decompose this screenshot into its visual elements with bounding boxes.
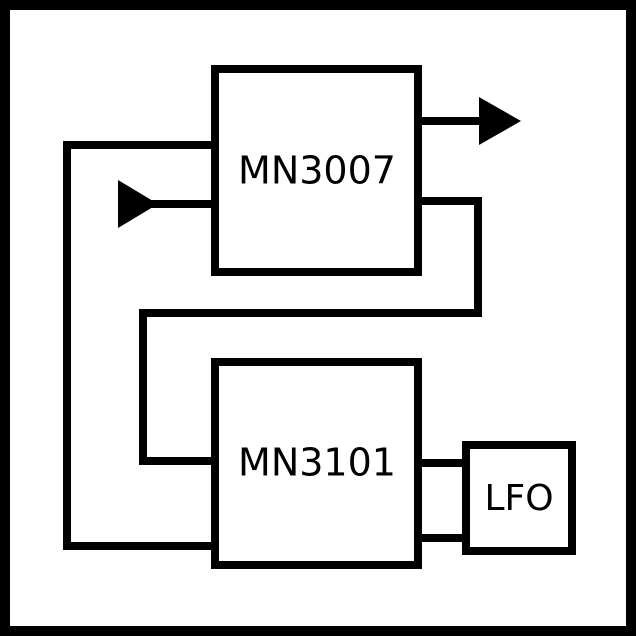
delay-to-clock-loop-line	[139, 197, 482, 465]
mn3101-block	[211, 358, 422, 569]
output-arrow-icon	[479, 97, 521, 145]
clock-to-delay-line	[63, 141, 219, 550]
lfo-label: LFO	[484, 478, 553, 519]
lfo-block	[462, 441, 576, 555]
mn3101-label: MN3101	[238, 441, 396, 485]
mn3007-block	[211, 65, 422, 276]
mn3007-label: MN3007	[238, 149, 396, 193]
input-arrow-icon	[118, 180, 158, 228]
